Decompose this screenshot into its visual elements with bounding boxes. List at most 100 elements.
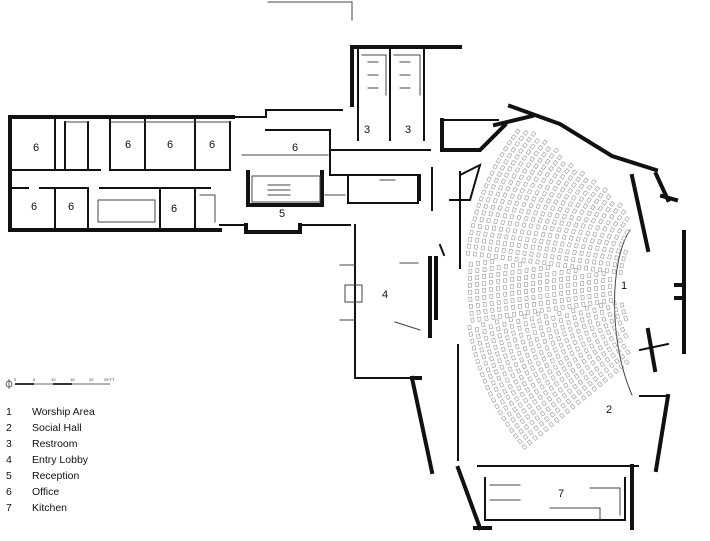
seat bbox=[526, 403, 533, 410]
seat bbox=[587, 294, 592, 299]
seat bbox=[537, 394, 544, 401]
seat bbox=[601, 199, 608, 206]
seat bbox=[483, 231, 488, 237]
seat bbox=[614, 255, 619, 261]
seat bbox=[561, 213, 567, 220]
seat bbox=[557, 206, 563, 213]
seat bbox=[612, 220, 619, 227]
seat bbox=[479, 347, 485, 353]
seat bbox=[530, 131, 537, 138]
seat bbox=[589, 325, 595, 332]
seat bbox=[578, 335, 584, 341]
seat bbox=[552, 347, 558, 353]
seat bbox=[488, 239, 494, 245]
seat bbox=[500, 219, 506, 226]
seat bbox=[556, 262, 561, 268]
seat bbox=[511, 207, 517, 213]
seat bbox=[468, 296, 473, 302]
seat bbox=[538, 293, 543, 299]
seat bbox=[500, 255, 505, 261]
seat bbox=[620, 326, 626, 333]
seat bbox=[505, 227, 511, 233]
scale-tick: 0 bbox=[14, 377, 17, 382]
seat bbox=[567, 201, 574, 207]
seat bbox=[489, 294, 494, 299]
seat bbox=[548, 385, 554, 392]
seat bbox=[572, 339, 578, 346]
seat bbox=[523, 243, 529, 250]
seat bbox=[510, 146, 517, 153]
seat bbox=[621, 256, 626, 262]
seat bbox=[599, 232, 605, 239]
seat bbox=[505, 359, 511, 366]
seat bbox=[589, 343, 595, 349]
seat bbox=[545, 239, 551, 245]
seat bbox=[475, 289, 479, 294]
seat bbox=[470, 338, 475, 344]
seat bbox=[516, 214, 522, 221]
seat bbox=[538, 367, 544, 373]
seat bbox=[561, 348, 567, 355]
seat bbox=[582, 237, 588, 243]
room-label-reception: 5 bbox=[279, 208, 285, 220]
seat bbox=[502, 321, 507, 327]
seat bbox=[549, 411, 556, 418]
seat bbox=[493, 344, 498, 350]
seat bbox=[575, 363, 582, 369]
seat bbox=[475, 275, 479, 280]
room-label-office: 6 bbox=[292, 142, 298, 154]
seat bbox=[571, 195, 577, 201]
seat bbox=[480, 189, 487, 196]
seat bbox=[568, 377, 574, 384]
seat bbox=[510, 291, 515, 296]
seat bbox=[570, 333, 575, 339]
seat bbox=[530, 347, 536, 354]
seat bbox=[471, 345, 477, 351]
seat bbox=[621, 235, 627, 242]
seat bbox=[547, 232, 553, 239]
seat bbox=[541, 139, 548, 146]
seat bbox=[558, 342, 564, 348]
seat bbox=[583, 347, 589, 354]
seat bbox=[496, 293, 501, 298]
seat bbox=[468, 289, 472, 295]
seat bbox=[611, 240, 617, 247]
seat bbox=[514, 200, 520, 207]
seat bbox=[560, 161, 566, 168]
seat bbox=[496, 392, 502, 399]
seat bbox=[579, 209, 585, 216]
seat bbox=[511, 235, 516, 241]
seat bbox=[605, 206, 611, 213]
seat bbox=[541, 190, 547, 197]
seat bbox=[476, 309, 481, 315]
seat bbox=[544, 416, 550, 423]
seat bbox=[533, 354, 539, 360]
seat bbox=[530, 409, 536, 416]
seat bbox=[525, 413, 531, 420]
seat bbox=[532, 398, 538, 405]
seat bbox=[514, 141, 520, 147]
seat bbox=[507, 220, 513, 227]
seat bbox=[504, 421, 511, 428]
seat bbox=[515, 412, 522, 419]
seat bbox=[586, 336, 592, 343]
seat bbox=[608, 362, 615, 369]
seat bbox=[549, 191, 555, 198]
seat bbox=[573, 321, 579, 328]
seat bbox=[590, 179, 597, 185]
seat bbox=[544, 218, 550, 224]
seat bbox=[498, 313, 503, 319]
seat bbox=[550, 375, 556, 381]
seat bbox=[603, 340, 609, 347]
seat bbox=[470, 317, 475, 323]
seat bbox=[564, 408, 571, 415]
seat bbox=[485, 367, 491, 373]
seat bbox=[529, 251, 534, 257]
seat bbox=[552, 271, 557, 276]
seat bbox=[545, 279, 549, 284]
seat bbox=[527, 376, 533, 382]
seat bbox=[522, 168, 528, 174]
seat bbox=[533, 388, 540, 395]
